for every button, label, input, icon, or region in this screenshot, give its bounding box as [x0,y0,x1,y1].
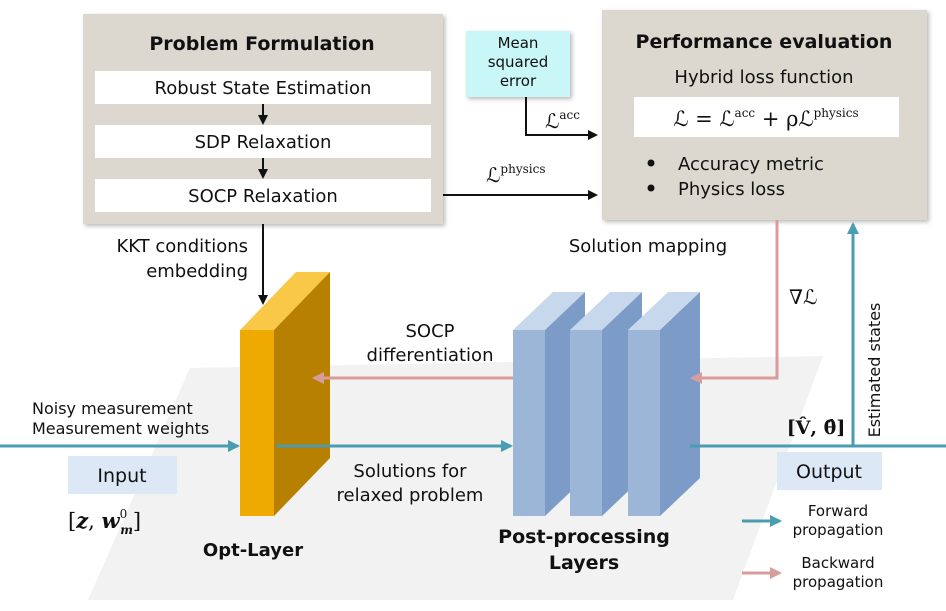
bullet-dot-1 [647,159,655,167]
output-box [777,452,882,490]
label-grad-l: ∇ℒ [789,285,817,309]
output-label: Output [796,461,862,483]
legend-backward-line-2: propagation [793,573,884,591]
arrow-mse-to-loss [525,97,598,140]
socp-diff-line-1: SOCP [405,321,454,342]
mse-line-2: squared [488,53,549,71]
bullet-accuracy-metric: Accuracy metric [678,154,824,175]
measurement-weights-label: Measurement weights [32,419,209,438]
mse-line-3: error [500,72,537,90]
legend-forward-line-2: propagation [793,521,884,539]
input-label: Input [97,465,146,487]
mse-line-1: Mean [498,34,539,52]
bullet-dot-2 [647,184,655,192]
legend-backward-line-1: Backward [801,554,874,572]
solution-mapping-label: Solution mapping [569,236,727,257]
mse-box: Mean squared error [466,31,570,97]
problem-formulation-title: Problem Formulation [149,33,374,55]
kkt-line-2: embedding [146,261,248,282]
socp-diff-line-2: differentiation [367,345,494,366]
bullet-physics-loss: Physics loss [678,179,785,200]
step-robust-state-estimation: Robust State Estimation [155,78,372,99]
arrow-gradient-backward [690,220,779,384]
kkt-line-1: KKT conditions [116,236,248,257]
post-processing-label-2: Layers [549,552,619,574]
loss-formula: ℒ = ℒacc + ρℒphysics [673,106,858,131]
post-processing-block [513,292,700,516]
problem-formulation-panel: Problem Formulation Robust State Estimat… [83,14,443,224]
opt-layer-block [240,272,330,516]
step-sdp-relaxation: SDP Relaxation [195,132,332,153]
solutions-line-2: relaxed problem [337,485,484,506]
opt-layer-side [274,272,330,516]
post-layer-3 [628,292,700,516]
hybrid-loss-subtitle: Hybrid loss function [674,67,853,88]
output-variables: [V̂, θ̂] [787,417,846,439]
performance-evaluation-panel: Performance evaluation Hybrid loss funct… [602,10,927,220]
post-processing-label-1: Post-processing [498,526,670,548]
input-box [68,456,177,494]
label-l-acc: ℒacc [545,108,580,133]
legend-forward-line-1: Forward [808,502,868,520]
opt-layer-label: Opt-Layer [203,540,303,561]
label-l-physics: ℒphysics [486,162,545,187]
noisy-measurement-label: Noisy measurement [32,399,193,418]
performance-evaluation-title: Performance evaluation [636,31,893,53]
opt-layer-front [240,330,274,516]
solutions-line-1: Solutions for [353,461,467,482]
estimated-states-label: Estimated states [865,303,884,438]
opt-layer-top [240,272,330,330]
legend: Forward propagation Backward propagation [742,502,883,591]
step-socp-relaxation: SOCP Relaxation [188,186,338,207]
